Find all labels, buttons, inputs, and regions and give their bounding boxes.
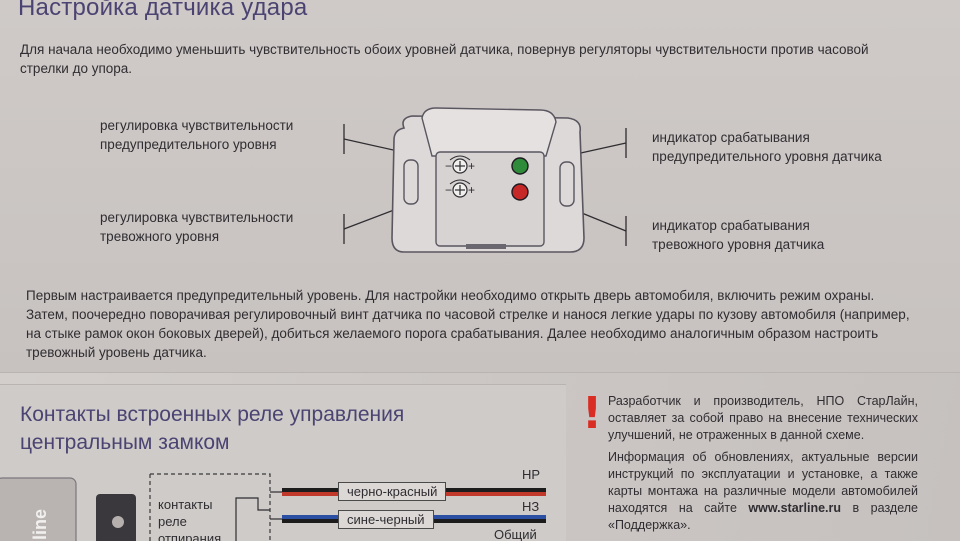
mount-slot-left (403, 159, 419, 205)
relay-contacts-label: контакты реле отпирания (158, 497, 222, 541)
sensor-housing (391, 107, 585, 253)
plus-sign: + (468, 183, 475, 197)
logo-text: line (30, 509, 50, 540)
wire-end-no: НР (522, 467, 541, 482)
exclamation-icon: ! (582, 388, 603, 439)
plus-sign: + (468, 159, 475, 173)
warning-led-green (511, 157, 529, 175)
intro-paragraph: Для начала необходимо уменьшить чувствит… (20, 42, 869, 76)
wire-end-common: Общий (494, 527, 537, 541)
rotation-arrow-icon (449, 155, 471, 161)
section-title: Настройка датчика удара (18, 0, 308, 21)
relay-contacts-card (0, 384, 566, 541)
notice-paragraph-2: Информация об обновлениях, актуальные ве… (608, 450, 918, 532)
minus-sign: − (445, 183, 452, 197)
alarm-led-red (511, 183, 529, 201)
wire-end-nc: НЗ (522, 499, 540, 514)
mount-slot-right (559, 161, 575, 207)
label-alarm-adjust: регулировка чувствительности тревожного … (100, 210, 294, 244)
connector-pin (112, 516, 124, 528)
website-link[interactable]: www.starline.ru (748, 501, 842, 515)
instructions-paragraph: Первым настраивается предупредительный у… (26, 288, 910, 360)
contact-switch-symbol (235, 497, 270, 541)
rotation-arrow-icon (449, 179, 471, 185)
label-alarm-indicator: индикатор срабатывания тревожного уровня… (652, 218, 825, 252)
notice-paragraph-1: Разработчик и производитель, НПО СтарЛай… (608, 394, 918, 442)
wire-label-black-red: черно-красный (338, 482, 447, 501)
dashed-bracket (150, 473, 271, 540)
label-warning-indicator: индикатор срабатывания предупредительног… (652, 130, 882, 164)
wire-label-blue-black: сине-черный (338, 510, 434, 529)
minus-sign: − (445, 159, 452, 173)
connector-notch (466, 244, 506, 249)
relay-section-title: Контакты встроенных реле управления цент… (20, 403, 405, 454)
label-warning-adjust: регулировка чувствительности предупредит… (100, 118, 294, 152)
alarm-module-body (0, 477, 77, 541)
